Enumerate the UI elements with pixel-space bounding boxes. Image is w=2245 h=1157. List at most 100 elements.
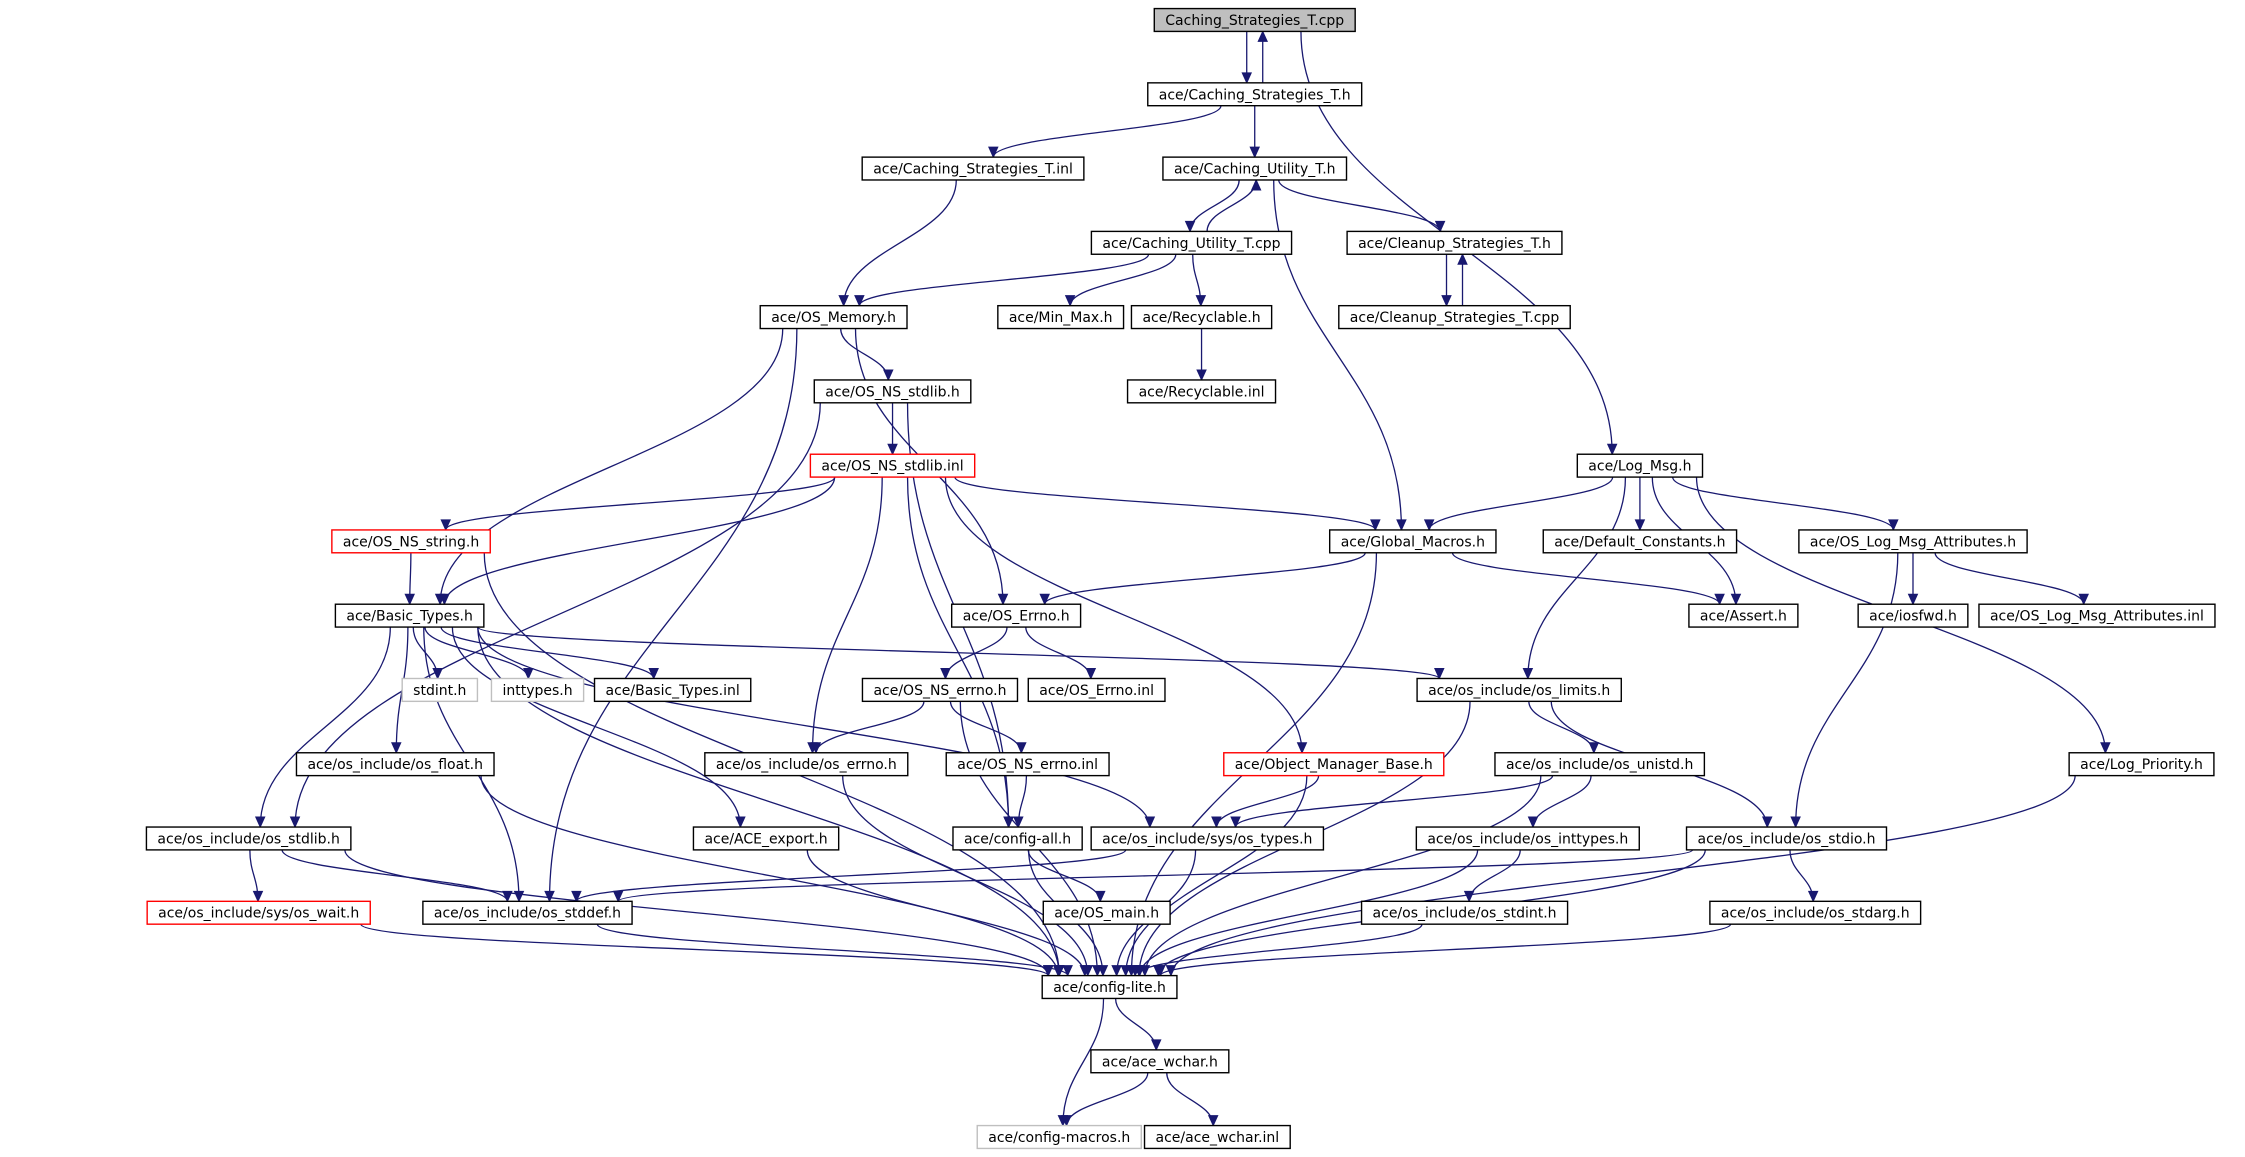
node-assert[interactable]: ace/Assert.h — [1688, 603, 1799, 628]
node-label: ace/OS_Memory.h — [771, 310, 896, 326]
edge-oserrno_os-to-configlite — [842, 775, 1089, 976]
node-osinttypes[interactable]: ace/os_include/os_inttypes.h — [1415, 826, 1640, 851]
node-logmsgattr[interactable]: ace/OS_Log_Msg_Attributes.h — [1798, 529, 2028, 554]
node-label: ace/OS_main.h — [1054, 906, 1159, 922]
node-nsstdlib[interactable]: ace/OS_NS_stdlib.h — [813, 379, 972, 404]
node-osstddef[interactable]: ace/os_include/os_stddef.h — [422, 900, 633, 925]
node-osunistd[interactable]: ace/os_include/os_unistd.h — [1494, 752, 1706, 777]
node-osmain[interactable]: ace/OS_main.h — [1042, 900, 1171, 925]
node-osstdarg[interactable]: ace/os_include/os_stdarg.h — [1709, 900, 1922, 925]
node-oserrno[interactable]: ace/OS_Errno.h — [950, 603, 1082, 628]
node-label: ace/Assert.h — [1700, 609, 1787, 625]
node-logmsg[interactable]: ace/Log_Msg.h — [1576, 453, 1704, 478]
node-label: ace/Cleanup_Strategies_T.h — [1358, 236, 1551, 252]
edge-arrowhead — [1195, 295, 1207, 307]
edge-osstdio-to-osstddef — [617, 849, 1694, 902]
node-cln-cpp[interactable]: ace/Cleanup_Strategies_T.cpp — [1338, 304, 1571, 330]
node-nsstring[interactable]: ace/OS_NS_string.h — [331, 529, 491, 554]
edge-arrowhead — [1790, 816, 1801, 829]
edge-objmgr-to-configlite — [1125, 775, 1308, 976]
node-basictypes-inl[interactable]: ace/Basic_Types.inl — [593, 677, 752, 703]
node-box — [1346, 230, 1563, 255]
node-label: ace/Caching_Strategies_T.inl — [873, 162, 1073, 178]
edge-cst_h-to-cst_inl — [992, 105, 1222, 158]
node-label: ace/Cleanup_Strategies_T.cpp — [1350, 310, 1560, 326]
node-cst-h[interactable]: ace/Caching_Strategies_T.h — [1147, 82, 1363, 107]
edge-arrowhead — [1434, 667, 1445, 680]
edge-nsstdlib_inl-to-oserrno_os — [811, 477, 883, 753]
edge-nsstdlib_inl-to-globalmacros — [954, 476, 1377, 531]
node-box — [813, 379, 972, 404]
node-label: ace/Basic_Types.inl — [606, 683, 740, 699]
node-nserrno-inl[interactable]: ace/OS_NS_errno.inl — [945, 752, 1110, 777]
node-box — [146, 900, 371, 925]
node-oserrno-os[interactable]: ace/os_include/os_errno.h — [704, 752, 909, 777]
node-box — [1709, 900, 1922, 925]
node-configall[interactable]: ace/config-all.h — [952, 826, 1083, 851]
edge-arrowhead — [502, 890, 513, 903]
node-osmem[interactable]: ace/OS_Memory.h — [759, 304, 908, 330]
node-label: ace/OS_Errno.inl — [1039, 683, 1154, 699]
node-configmacros[interactable]: ace/config-macros.h — [976, 1124, 1142, 1150]
node-configlite[interactable]: ace/config-lite.h — [1041, 974, 1178, 1000]
node-osstdint[interactable]: ace/os_include/os_stdint.h — [1360, 900, 1569, 925]
node-root[interactable]: Caching_Strategies_T.cpp — [1153, 7, 1356, 33]
edge-arrowhead — [1039, 593, 1050, 606]
edge-aceexport-to-configlite — [806, 849, 1086, 976]
edge-osmem-to-osstddef — [548, 328, 798, 902]
edge-osmem-to-basictypes — [439, 328, 784, 605]
node-label: ace/Global_Macros.h — [1341, 534, 1485, 550]
node-oslimits[interactable]: ace/os_include/os_limits.h — [1416, 677, 1622, 703]
node-defconst[interactable]: ace/Default_Constants.h — [1542, 529, 1738, 554]
node-box — [331, 529, 491, 554]
edge-arrowhead — [1095, 890, 1106, 903]
node-osstdlib[interactable]: ace/os_include/os_stdlib.h — [145, 826, 352, 851]
edge-arrowhead — [289, 816, 301, 829]
edge-arrowhead — [1441, 295, 1452, 307]
node-iosfwd[interactable]: ace/iosfwd.h — [1857, 603, 1969, 628]
node-nserrno[interactable]: ace/OS_NS_errno.h — [861, 677, 1019, 703]
node-logprio[interactable]: ace/Log_Priority.h — [2068, 752, 2215, 777]
node-box — [1798, 529, 2028, 554]
node-acewchar-inl[interactable]: ace/ace_wchar.inl — [1143, 1124, 1291, 1150]
node-cut-h[interactable]: ace/Caching_Utility_T.h — [1162, 156, 1348, 181]
node-aceexport[interactable]: ace/ACE_export.h — [692, 826, 840, 851]
node-osfloat[interactable]: ace/os_include/os_float.h — [295, 752, 495, 777]
node-systypes[interactable]: ace/os_include/sys/os_types.h — [1090, 826, 1325, 851]
node-nsstdlib-inl[interactable]: ace/OS_NS_stdlib.inl — [809, 453, 976, 478]
edge-arrowhead — [1085, 667, 1097, 680]
node-cst-inl[interactable]: ace/Caching_Strategies_T.inl — [861, 156, 1085, 181]
node-stdint[interactable]: stdint.h — [401, 677, 479, 703]
node-label: ace/os_include/os_stdio.h — [1698, 831, 1876, 847]
node-objmgr[interactable]: ace/Object_Manager_Base.h — [1223, 752, 1445, 777]
node-globalmacros[interactable]: ace/Global_Macros.h — [1328, 529, 1497, 554]
node-label: ace/Default_Constants.h — [1554, 534, 1725, 550]
node-box — [490, 677, 585, 703]
node-oserrno-inl[interactable]: ace/OS_Errno.inl — [1027, 677, 1166, 703]
node-cln-h[interactable]: ace/Cleanup_Strategies_T.h — [1346, 230, 1563, 255]
node-cut-cpp[interactable]: ace/Caching_Utility_T.cpp — [1090, 230, 1293, 255]
node-recyc-inl[interactable]: ace/Recyclable.inl — [1126, 379, 1277, 404]
node-logmsgattr-inl[interactable]: ace/OS_Log_Msg_Attributes.inl — [1978, 603, 2216, 628]
node-box — [759, 304, 908, 330]
edge-globalmacros-to-oserrno — [1044, 552, 1366, 605]
edge-arrowhead — [391, 742, 402, 754]
node-basictypes[interactable]: ace/Basic_Types.h — [334, 603, 485, 628]
edge-arrowhead — [513, 890, 525, 903]
node-label: ace/Recyclable.inl — [1139, 384, 1265, 400]
node-inttypes[interactable]: inttypes.h — [490, 677, 585, 703]
edge-arrowhead — [1196, 369, 1207, 382]
edge-arrowhead — [1606, 443, 1618, 456]
node-acewchar[interactable]: ace/ace_wchar.h — [1090, 1049, 1230, 1074]
edge-arrowhead — [571, 890, 582, 903]
node-label: ace/ace_wchar.h — [1102, 1054, 1218, 1070]
node-minmax[interactable]: ace/Min_Max.h — [997, 304, 1125, 330]
edge-basictypes-to-oslimits — [477, 626, 1440, 680]
node-label: ace/os_include/os_stdlib.h — [157, 831, 339, 847]
node-label: ace/Log_Priority.h — [2080, 757, 2203, 773]
node-osstdio[interactable]: ace/os_include/os_stdio.h — [1685, 826, 1888, 851]
node-syswait[interactable]: ace/os_include/sys/os_wait.h — [146, 900, 371, 925]
node-box — [1415, 826, 1640, 851]
node-recyc[interactable]: ace/Recyclable.h — [1130, 304, 1273, 330]
node-label: ace/Log_Msg.h — [1588, 459, 1691, 475]
